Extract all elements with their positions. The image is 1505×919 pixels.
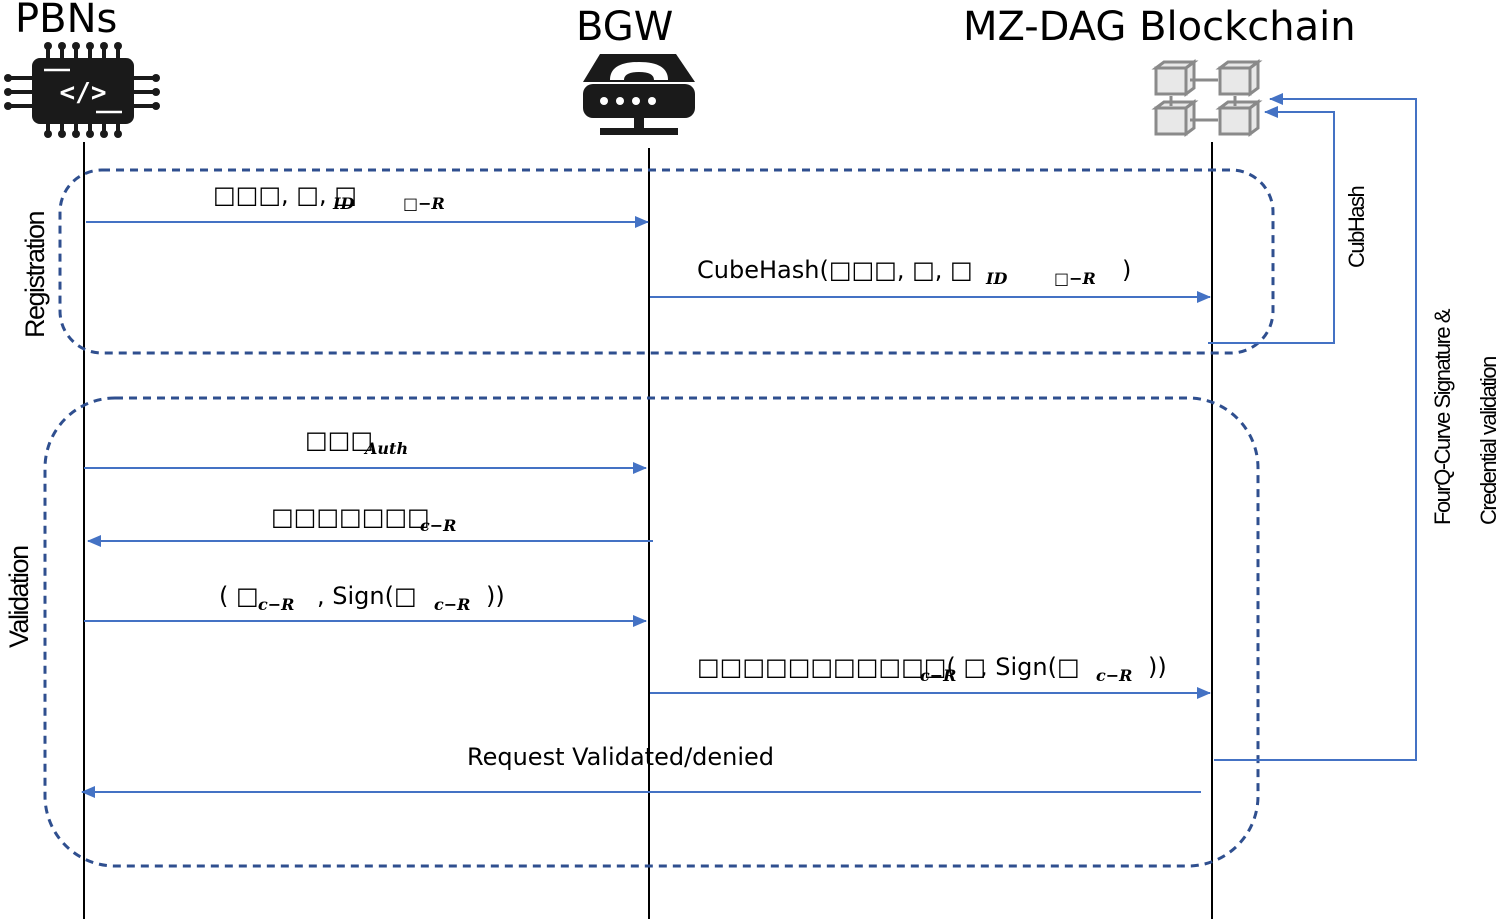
actor-label-pbns: PBNs: [15, 0, 117, 42]
gateway-phone-icon: [583, 54, 695, 135]
message-signed-response-sign: , Sign(□: [317, 582, 417, 610]
registration-box: [58, 168, 1275, 355]
message-forward-validation: □□□□□□□□□□□( □: [697, 653, 986, 681]
message-signed-response-close: )): [486, 582, 505, 610]
message-signed-response: ( □: [219, 582, 259, 610]
side-label-fourq-line1: FourQ-Curve Signature &: [1430, 308, 1455, 525]
message-auth-sub: Auth: [363, 439, 408, 458]
arrow-fourq-loop: [1214, 93, 1417, 761]
side-label-cubehash: CubHash: [1344, 187, 1369, 268]
phase-label-registration: Registration: [20, 211, 50, 338]
message-challenge: □□□□□□□: [271, 503, 430, 531]
message-forward-validation-sign: , Sign(□: [980, 653, 1080, 681]
message-registration-request: □□□, □, □: [213, 181, 357, 209]
svg-text:</>: </>: [60, 78, 107, 108]
message-cubehash-sub-r: □−R: [1054, 269, 1096, 288]
message-challenge-sub: c−R: [420, 516, 456, 535]
message-forward-validation-sub2: c−R: [1096, 666, 1132, 685]
message-signed-response-sub2: c−R: [434, 595, 470, 614]
message-signed-response-sub1: c−R: [258, 595, 294, 614]
validation-box: [43, 396, 1260, 868]
message-registration-sub-r: □−R: [403, 194, 445, 213]
message-auth-request: □□□: [305, 426, 373, 454]
message-cubehash-sub-id: ID: [985, 269, 1007, 288]
blockchain-cubes-icon: [1151, 59, 1263, 137]
message-registration-sub-id: ID: [332, 194, 354, 213]
chip-code-icon: </>: [4, 42, 160, 138]
phase-label-validation: Validation: [4, 546, 34, 648]
side-label-fourq-line2: Credential validation: [1476, 357, 1501, 525]
message-validation-result: Request Validated/denied: [467, 743, 774, 771]
message-cubehash: CubeHash(□□□, □, □: [697, 256, 973, 284]
arrow-cubhash-loop: [1208, 106, 1335, 344]
message-cubehash-close: ): [1122, 256, 1131, 284]
message-forward-validation-close: )): [1148, 653, 1167, 681]
actor-label-blockchain: MZ-DAG Blockchain: [963, 4, 1356, 50]
message-forward-validation-sub1: c−R: [920, 666, 956, 685]
actor-label-bgw: BGW: [576, 4, 673, 50]
